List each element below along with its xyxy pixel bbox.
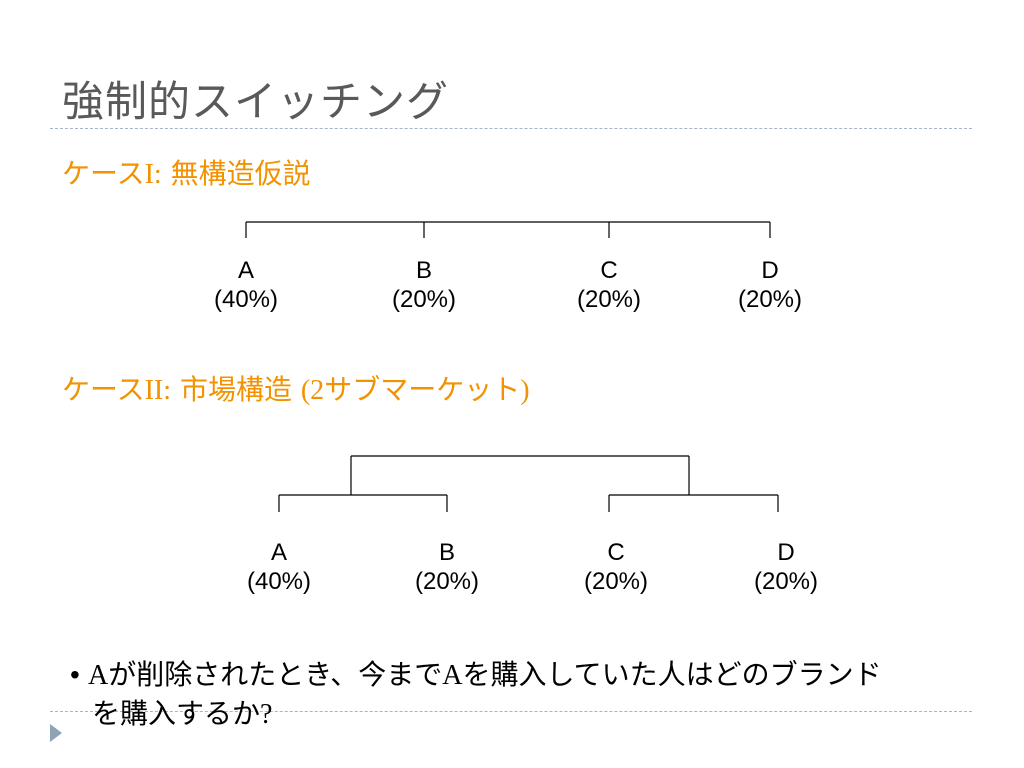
node-label: D	[761, 257, 779, 284]
case2-close: )	[520, 375, 530, 406]
footer-divider	[50, 711, 972, 712]
bullet-a2: A	[442, 660, 463, 691]
case1-suffix: 無構造仮説	[161, 157, 311, 190]
node-share: (20%)	[414, 568, 480, 595]
node-label: D	[777, 539, 795, 566]
node-share: (40%)	[213, 286, 279, 313]
case1-heading: ケースI: 無構造仮説	[62, 152, 311, 192]
case2-latin: II:	[144, 375, 172, 406]
case2-prefix: ケース	[62, 373, 145, 406]
node-label: B	[415, 257, 432, 284]
case1-prefix: ケース	[62, 157, 145, 190]
case1-latin: I:	[144, 159, 162, 190]
tree1-node-b: B (20%)	[369, 256, 479, 314]
node-share: (20%)	[583, 568, 649, 595]
node-label: A	[270, 539, 287, 566]
node-label: C	[607, 539, 625, 566]
node-share: (20%)	[737, 286, 803, 313]
node-share: (20%)	[753, 568, 819, 595]
bullet-question-mark: ?	[260, 699, 273, 730]
bullet-text3: を購入するか	[92, 697, 261, 730]
node-share: (20%)	[576, 286, 642, 313]
bullet-text2: を購入していた人はどのブランド	[462, 658, 882, 691]
tree1-node-c: C (20%)	[554, 256, 664, 314]
node-share: (20%)	[391, 286, 457, 313]
case2-heading: ケースII: 市場構造 (2サブマーケット)	[62, 368, 530, 408]
case2-mid: 市場構造	[171, 373, 301, 406]
node-label: A	[237, 257, 254, 284]
slide-nav-arrow-icon	[50, 724, 62, 742]
tree1-node-a: A (40%)	[191, 256, 301, 314]
case2-paren: (2	[300, 375, 325, 406]
tree1-node-d: D (20%)	[715, 256, 825, 314]
case2-jp: サブマーケット	[324, 373, 521, 406]
bullet-a1: A	[88, 660, 109, 691]
tree2-node-d: D (20%)	[731, 538, 841, 596]
tree2-node-c: C (20%)	[561, 538, 671, 596]
slide-title: 強制的スイッチング	[62, 77, 450, 126]
node-label: B	[438, 539, 455, 566]
tree2-node-a: A (40%)	[224, 538, 334, 596]
title-divider	[50, 128, 972, 129]
node-label: C	[600, 257, 618, 284]
bullet-question: •Aが削除されたとき、今までAを購入していた人はどのブランド を購入するか?	[70, 656, 990, 734]
node-share: (40%)	[246, 568, 312, 595]
bullet-text1: が削除されたとき、今まで	[108, 658, 443, 691]
bullet-dot: •	[70, 659, 80, 690]
bullet-continuation: を購入するか?	[70, 695, 990, 734]
tree2-node-b: B (20%)	[392, 538, 502, 596]
